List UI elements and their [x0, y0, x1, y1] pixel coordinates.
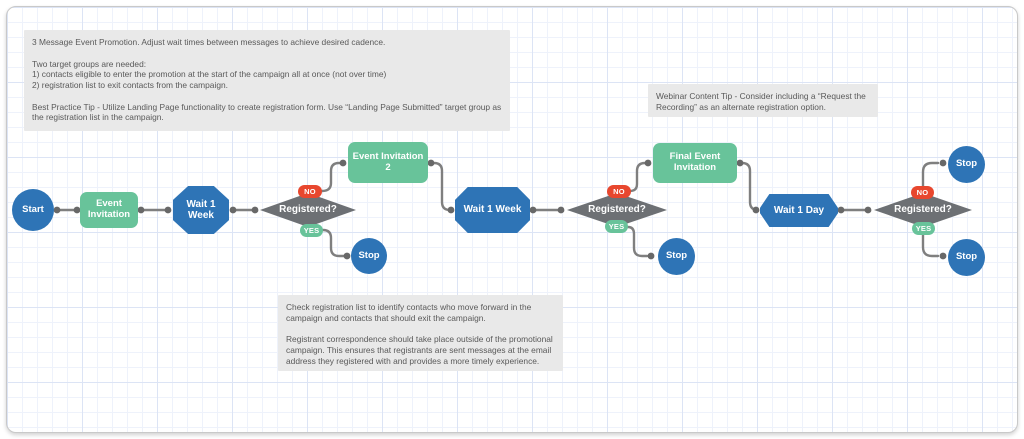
yes-badge-2: YES	[605, 220, 628, 233]
final-event-invitation-node[interactable]: Final Event Invitation	[653, 143, 737, 183]
wait-1-day-node[interactable]: Wait 1 Day	[760, 194, 838, 227]
event-invitation-2-node[interactable]: Event Invitation 2	[348, 142, 428, 183]
note-bottom[interactable]: Check registration list to identify cont…	[278, 295, 563, 371]
stop-node-4[interactable]: Stop	[948, 239, 985, 276]
stop-node-1[interactable]: Stop	[351, 238, 387, 274]
note-top-left[interactable]: 3 Message Event Promotion. Adjust wait t…	[24, 30, 510, 131]
no-badge-1: NO	[298, 185, 322, 198]
no-badge-3: NO	[911, 186, 934, 199]
note-top-right[interactable]: Webinar Content Tip - Consider including…	[648, 84, 878, 117]
start-node[interactable]: Start	[12, 189, 54, 231]
stop-node-2[interactable]: Stop	[658, 238, 695, 275]
yes-badge-1: YES	[300, 224, 323, 237]
no-badge-2: NO	[607, 185, 631, 198]
yes-badge-3: YES	[912, 222, 935, 235]
wait-1-week-1-node[interactable]: Wait 1 Week	[173, 186, 229, 234]
wait-1-week-2-node[interactable]: Wait 1 Week	[455, 187, 530, 233]
event-invitation-1-node[interactable]: Event Invitation	[80, 192, 138, 228]
stop-node-3[interactable]: Stop	[948, 146, 985, 183]
